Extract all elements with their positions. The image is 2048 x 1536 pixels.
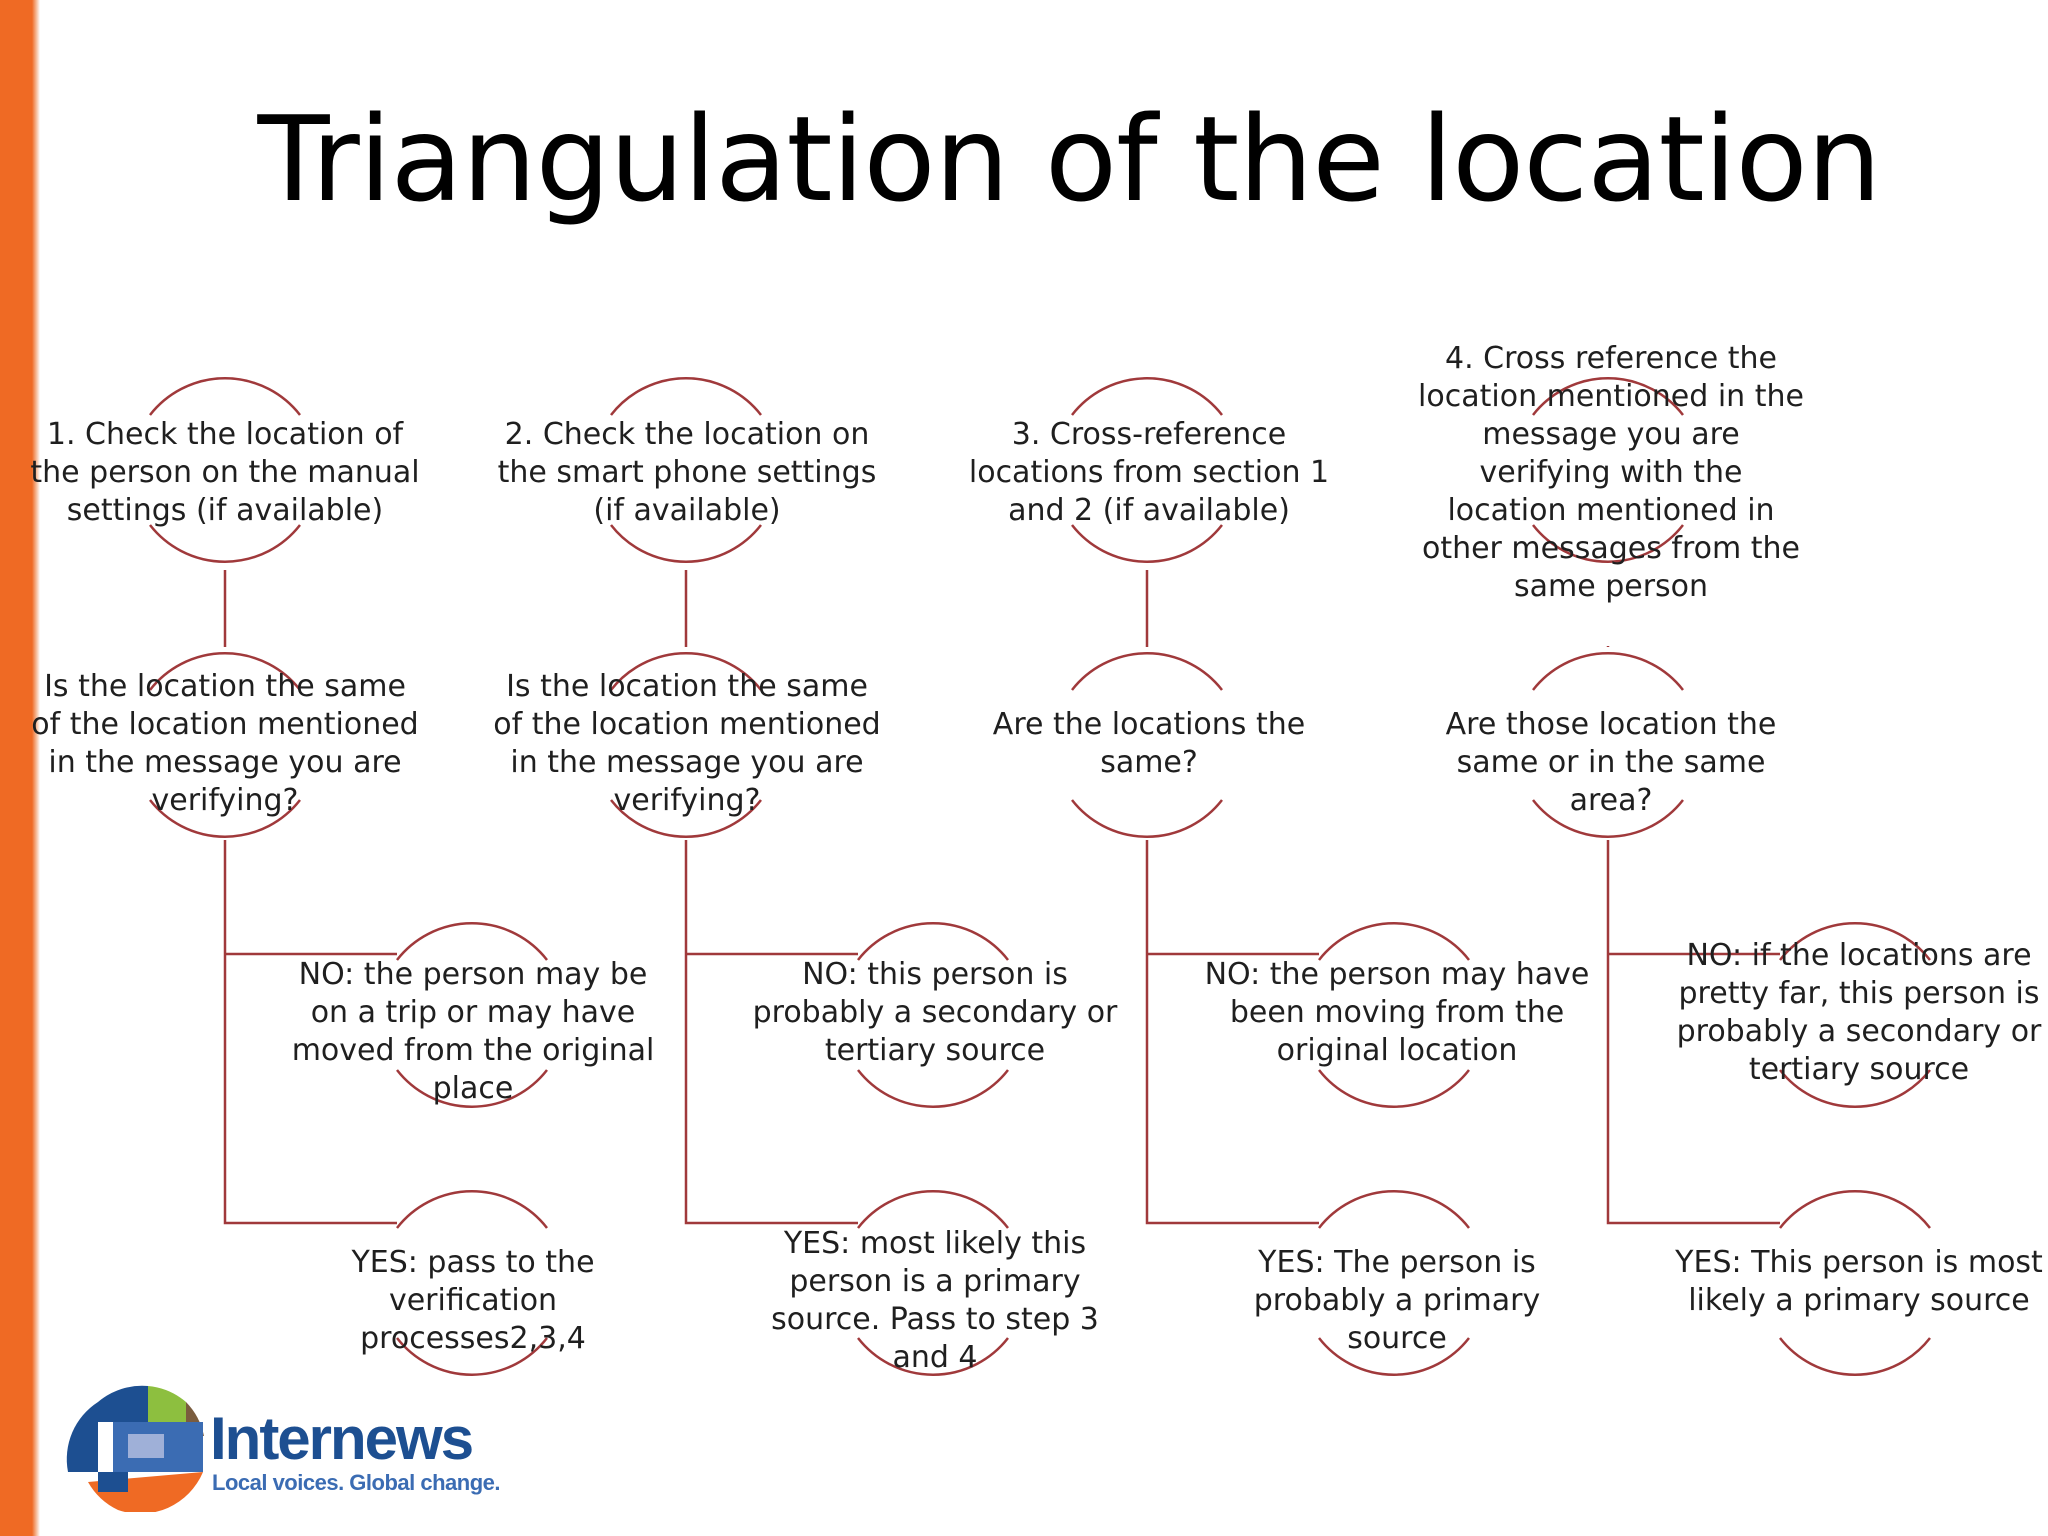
step-3-top-arc — [1071, 377, 1223, 416]
step-2-top-arc — [610, 377, 762, 416]
step-1-top-arc — [149, 377, 301, 416]
yes-2-connector — [684, 840, 858, 1225]
step-1-bottom-arc — [149, 524, 301, 563]
question-2-bottom-arc — [610, 799, 762, 838]
logo-name: Internews — [210, 1405, 474, 1472]
question-3-node: Are the locations the same? — [992, 707, 1306, 780]
yes-4-connector — [1606, 840, 1780, 1225]
no-1-bottom-arc — [396, 1069, 548, 1108]
no-4-bottom-arc — [1779, 1069, 1931, 1108]
slide-title: Triangulation of the location — [257, 90, 1881, 228]
no-2-node: NO: this person is probably a secondary … — [752, 957, 1118, 1068]
internews-logo-mark — [66, 1385, 204, 1512]
orange-side-bar — [0, 0, 40, 1536]
yes-2-top-arc — [857, 1190, 1009, 1229]
no-3-node: NO: the person may have been moving from… — [1204, 957, 1590, 1068]
no-2-top-arc — [857, 922, 1009, 961]
question-1-node: Is the location the same of the location… — [31, 669, 419, 818]
no-3-bottom-arc — [1318, 1069, 1470, 1108]
question-4-bottom-arc — [1532, 799, 1684, 838]
step-4-node: 4. Cross reference the location mentione… — [1418, 341, 1804, 604]
step-4-bottom-arc — [1532, 524, 1684, 563]
step-1-node: 1. Check the location of the person on t… — [30, 417, 420, 528]
yes-2-node: YES: most likely this person is a primar… — [771, 1226, 1099, 1375]
no-1-top-arc — [396, 922, 548, 961]
yes-2-bottom-arc — [857, 1337, 1009, 1376]
yes-3-node: YES: The person is probably a primary so… — [1253, 1245, 1541, 1356]
yes-3-top-arc — [1318, 1190, 1470, 1229]
question-1-bottom-arc — [149, 799, 301, 838]
yes-4-top-arc — [1779, 1190, 1931, 1229]
yes-1-bottom-arc — [396, 1337, 548, 1376]
no-1-node: NO: the person may be on a trip or may h… — [291, 957, 655, 1106]
no-3-top-arc — [1318, 922, 1470, 961]
yes-3-bottom-arc — [1318, 1337, 1470, 1376]
step-2-bottom-arc — [610, 524, 762, 563]
yes-4-bottom-arc — [1779, 1337, 1931, 1376]
yes-1-node: YES: pass to the verification processes2… — [351, 1245, 595, 1356]
no-4-node: NO: if the locations are pretty far, thi… — [1676, 938, 2042, 1087]
step-4-top-arc — [1532, 377, 1684, 416]
no-4-top-arc — [1779, 922, 1931, 961]
question-3-top-arc — [1071, 652, 1223, 691]
question-2-node: Is the location the same of the location… — [493, 669, 881, 818]
yes-4-node: YES: This person is most likely a primar… — [1675, 1245, 2043, 1318]
question-1-top-arc — [149, 652, 301, 691]
step-3-bottom-arc — [1071, 524, 1223, 563]
question-4-node: Are those location the same or in the sa… — [1445, 707, 1777, 818]
question-2-top-arc — [610, 652, 762, 691]
step-3-node: 3. Cross-reference locations from sectio… — [968, 417, 1330, 528]
yes-3-connector — [1145, 840, 1319, 1225]
question-4-top-arc — [1532, 652, 1684, 691]
yes-1-top-arc — [396, 1190, 548, 1229]
question-3-bottom-arc — [1071, 799, 1223, 838]
step-2-node: 2. Check the location on the smart phone… — [497, 417, 877, 528]
no-2-bottom-arc — [857, 1069, 1009, 1108]
logo-tagline: Local voices. Global change. — [212, 1470, 500, 1495]
yes-1-connector — [223, 840, 397, 1225]
